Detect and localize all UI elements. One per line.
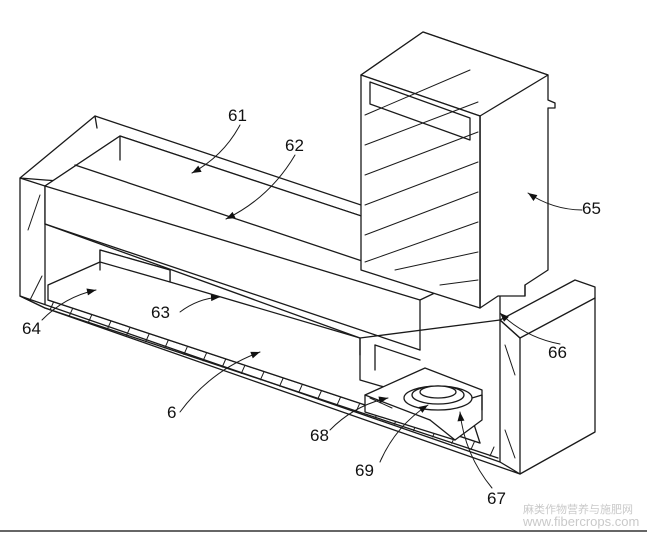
mechanism <box>364 344 483 441</box>
rail-bottom-edge <box>44 223 421 351</box>
tower-hatch-line <box>364 131 479 176</box>
mesh-slot <box>183 344 189 355</box>
tower-hatch-line <box>364 221 479 263</box>
rim-edge <box>94 115 98 129</box>
tower-hatch-line <box>394 251 479 271</box>
tower-hatch <box>364 69 479 286</box>
mesh-slot <box>489 446 495 457</box>
tower <box>360 31 556 309</box>
mech-hatch <box>369 397 393 409</box>
label-6-leader <box>179 351 261 413</box>
mesh-slot <box>49 300 55 311</box>
roller-disc-core <box>419 385 457 399</box>
label-6-arrowhead <box>250 351 260 359</box>
label-64-arrowhead <box>86 288 96 296</box>
label-68: 68 <box>310 426 329 445</box>
right-hatch-2 <box>504 429 516 459</box>
label-67-arrowhead <box>457 412 465 422</box>
baffle-block <box>99 249 171 283</box>
tower-inner-top <box>369 81 471 141</box>
watermark-url: www.fibercrops.com <box>522 514 639 529</box>
label-61-arrowhead <box>192 165 202 173</box>
mesh-slot <box>106 319 112 330</box>
label-65: 65 <box>582 199 601 218</box>
tower-hatch-line <box>364 69 471 116</box>
mesh-slot <box>221 357 227 368</box>
housing-left-wall <box>19 177 46 309</box>
mesh-slot <box>470 440 476 451</box>
mesh-slot <box>145 332 151 343</box>
tower-hatch-line <box>364 101 479 146</box>
mesh-slot <box>164 338 170 349</box>
label-63-arrowhead <box>210 294 220 302</box>
label-63: 63 <box>151 303 170 322</box>
label-67: 67 <box>487 489 506 508</box>
left-wall-hatch-2 <box>29 275 43 301</box>
mesh-slot <box>317 389 323 400</box>
label-61: 61 <box>228 106 247 125</box>
label-64: 64 <box>22 319 41 338</box>
label-66: 66 <box>548 343 567 362</box>
label-69: 69 <box>355 461 374 480</box>
mesh-slot <box>202 351 208 362</box>
tower-hatch-line <box>364 161 479 206</box>
tower-body <box>360 31 556 309</box>
mech-edge <box>364 394 431 421</box>
mech-edge-2 <box>429 419 456 441</box>
right-hatch <box>504 344 516 376</box>
mech-tab <box>471 394 483 411</box>
label-62-leader <box>225 154 296 220</box>
right-block-edge-2 <box>519 297 596 339</box>
mesh-slot <box>355 402 361 413</box>
left-wall-hatch <box>27 194 41 231</box>
label-66-arrowhead <box>500 313 509 322</box>
label-62-arrowhead <box>226 211 236 219</box>
mesh-slot <box>336 395 342 406</box>
label-62: 62 <box>285 136 304 155</box>
mesh-slot <box>68 306 74 317</box>
watermark-cn: 麻类作物营养与施肥网 <box>523 502 633 516</box>
mesh-slot <box>240 363 246 374</box>
mech-bracket <box>374 344 421 361</box>
label-6: 6 <box>167 403 176 422</box>
mesh-slot <box>126 325 132 336</box>
mesh-slot <box>87 313 93 324</box>
leader-lines <box>41 124 583 489</box>
label-68-arrowhead <box>378 396 388 404</box>
label-69-arrowhead <box>418 405 428 413</box>
right-block-edge <box>499 319 521 339</box>
mesh-front-edge <box>44 307 499 459</box>
label-65-arrowhead <box>528 193 538 201</box>
rail-groove <box>74 164 396 273</box>
tower-hatch-line <box>364 191 479 236</box>
housing-right-block <box>499 279 596 475</box>
mesh-slot <box>279 376 285 387</box>
tower-hatch-line <box>439 279 479 286</box>
mesh-slot <box>259 370 265 381</box>
mesh-slot <box>298 383 304 394</box>
